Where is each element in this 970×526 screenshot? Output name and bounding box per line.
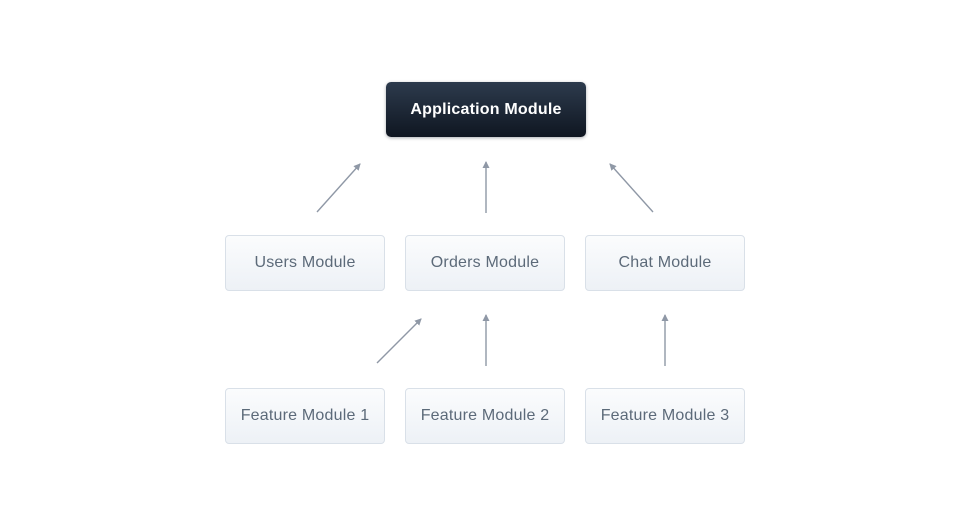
node-feature-module-3: Feature Module 3 xyxy=(585,388,745,444)
node-feature-module-2-label: Feature Module 2 xyxy=(420,407,550,424)
node-feature-module-2: Feature Module 2 xyxy=(405,388,565,444)
node-chat-module: Chat Module xyxy=(585,235,745,291)
node-chat-module-label: Chat Module xyxy=(618,254,712,271)
node-orders-module-label: Orders Module xyxy=(430,254,540,271)
edge-chat-to-application-arrow xyxy=(609,163,654,213)
node-feature-module-1: Feature Module 1 xyxy=(225,388,385,444)
edge-feature1-to-orders-arrow xyxy=(376,318,422,364)
node-feature-module-3-label: Feature Module 3 xyxy=(600,407,730,424)
node-orders-module: Orders Module xyxy=(405,235,565,291)
edge-users-to-application-arrow xyxy=(316,163,361,213)
node-application-module: Application Module xyxy=(386,82,586,137)
node-feature-module-1-label: Feature Module 1 xyxy=(240,407,370,424)
node-users-module: Users Module xyxy=(225,235,385,291)
node-users-module-label: Users Module xyxy=(254,254,356,271)
node-application-module-label: Application Module xyxy=(410,100,562,118)
